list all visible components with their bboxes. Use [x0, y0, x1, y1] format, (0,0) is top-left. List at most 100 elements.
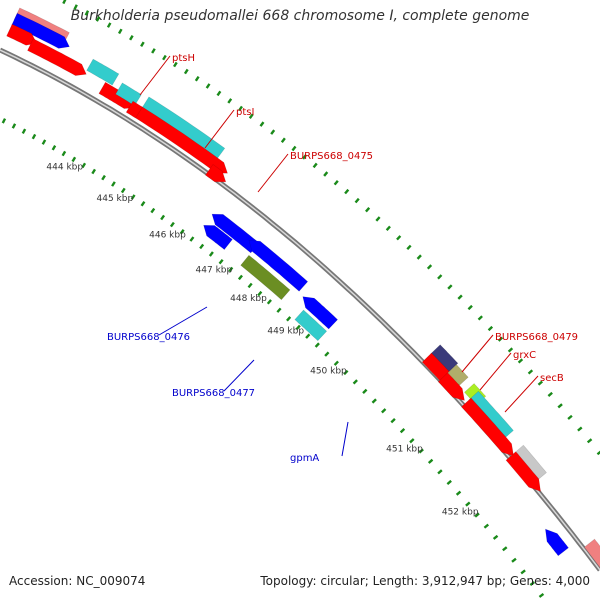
tick-dot — [497, 336, 504, 342]
tick-dot — [286, 316, 292, 322]
tick-dot — [457, 294, 463, 300]
tick-dot — [517, 358, 524, 364]
kbp-tick-label: 447 kbp — [196, 266, 233, 276]
tick-dot — [237, 274, 243, 281]
tick-dot — [62, 0, 67, 5]
gene-feature — [240, 254, 291, 301]
tick-dot — [31, 133, 37, 140]
tick-dot — [447, 284, 453, 290]
accession-text: Accession: NC_009074 — [9, 574, 146, 588]
tick-dot — [111, 181, 116, 187]
tick-dot — [343, 369, 349, 376]
tick-dot — [169, 221, 175, 228]
gene-feature — [302, 296, 339, 330]
tick-dot — [557, 403, 563, 409]
tick-dot — [511, 557, 517, 563]
tick-dot — [465, 501, 471, 507]
tick-dot — [502, 546, 508, 552]
tick-dot — [194, 75, 200, 82]
gene-label-leader — [223, 359, 255, 392]
tick-dot — [529, 581, 536, 587]
tick-dot — [91, 168, 97, 175]
tick-dot — [173, 61, 178, 68]
tick-dot — [189, 236, 195, 242]
tick-dot — [455, 490, 462, 496]
tick-dot — [426, 264, 433, 270]
tick-dot — [199, 243, 205, 250]
gene-feature — [294, 309, 328, 342]
gene-label: BURPS668_0479 — [495, 332, 578, 343]
tick-dot — [276, 307, 282, 313]
tick-dot — [84, 10, 90, 16]
gene-label-leader — [204, 109, 235, 149]
tick-dot — [95, 16, 101, 22]
backbone-line — [0, 47, 600, 572]
tick-dot — [257, 290, 263, 297]
gene-feature — [505, 451, 541, 492]
tick-dot — [586, 438, 593, 444]
gene-label-leader — [139, 55, 171, 96]
tick-dot — [527, 369, 534, 375]
tick-dot — [179, 229, 185, 235]
tick-dot — [409, 438, 415, 444]
tick-dot — [323, 171, 329, 177]
gene-feature — [27, 38, 87, 76]
kbp-tick-label: 451 kbp — [386, 445, 423, 455]
tick-dot — [129, 34, 134, 41]
tick-dot — [314, 342, 320, 348]
tick-dot — [362, 388, 368, 394]
tick-dot — [520, 569, 526, 575]
gene-label-leader — [341, 421, 349, 457]
tick-dot — [492, 534, 499, 540]
tick-dot — [183, 68, 189, 75]
tick-dot — [547, 391, 553, 397]
gene-label: BURPS668_0476 — [107, 332, 190, 343]
tick-dot — [302, 154, 308, 160]
tick-dot — [474, 512, 480, 518]
tick-dot — [227, 98, 233, 104]
tick-dot — [41, 139, 47, 145]
tick-dot — [51, 145, 57, 151]
gene-label: BURPS668_0475 — [290, 151, 373, 162]
tick-dot — [259, 121, 265, 127]
kbp-tick-label: 445 kbp — [97, 194, 134, 204]
backbone — [0, 47, 600, 572]
tick-dot — [416, 254, 422, 260]
gene-label-leader — [461, 334, 494, 373]
kbp-tick-label: 444 kbp — [46, 163, 83, 173]
tick-dot — [295, 324, 301, 331]
gene-features — [6, 7, 600, 568]
tick-dot — [354, 197, 360, 204]
tick-dot — [390, 418, 396, 424]
tick-dot — [81, 162, 87, 169]
tick-dot — [61, 150, 67, 157]
kbp-tick-label: 448 kbp — [230, 294, 267, 304]
tick-dot — [446, 479, 452, 486]
gene-feature — [545, 528, 569, 557]
tick-dot — [71, 156, 77, 163]
tick-dot — [381, 408, 387, 414]
tick-dot — [437, 274, 443, 280]
tick-dot — [312, 162, 318, 169]
gene-feature — [204, 164, 227, 183]
tick-dot — [483, 523, 490, 529]
gene-feature — [460, 397, 514, 457]
tick-dot — [596, 450, 600, 456]
tick-dot — [477, 315, 483, 321]
kbp-tick-label: 446 kbp — [149, 230, 186, 240]
tick-dot — [140, 201, 146, 207]
gene-feature — [211, 213, 260, 254]
tick-dot — [333, 360, 339, 366]
gene-label: secB — [540, 373, 564, 384]
tick-dot — [324, 351, 330, 357]
gene-label-leader — [479, 352, 512, 391]
tick-dot — [333, 180, 339, 186]
tick-dot — [101, 174, 106, 181]
gene-label: ptsI — [236, 107, 254, 118]
gene-label: grxC — [513, 350, 536, 361]
gene-label-leader — [504, 375, 539, 413]
tick-dot — [487, 325, 494, 332]
tick-dot — [140, 41, 145, 48]
